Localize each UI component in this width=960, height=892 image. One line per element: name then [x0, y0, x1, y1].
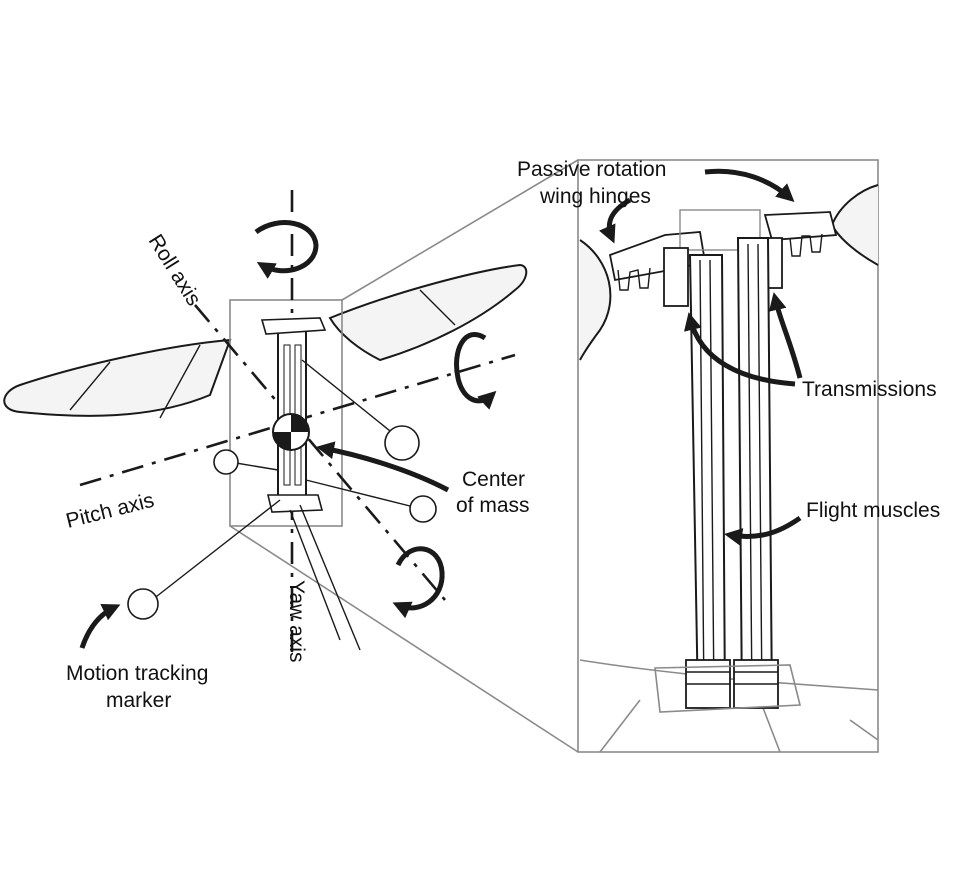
passive-rotation-label-line1: Passive rotation — [517, 158, 666, 181]
tracking-marker-ball — [409, 495, 437, 523]
motion-marker-arrow — [79, 603, 121, 649]
projection-line-bottom — [229, 525, 579, 753]
robot-overview — [3, 159, 579, 753]
center-of-mass-symbol — [272, 413, 310, 451]
transmissions-arrow-left — [684, 312, 796, 387]
center-of-mass-label-line2: of mass — [456, 494, 530, 517]
wing-hinge-assembly — [608, 209, 838, 307]
leg-rod-3 — [289, 509, 341, 641]
passive-rotation-label-line2: wing hinges — [539, 185, 651, 208]
roll-axis-label: Roll axis — [144, 230, 206, 309]
leg-rod-2 — [299, 504, 361, 651]
tracking-marker-ball — [384, 425, 420, 461]
hinge-arrow-right — [704, 168, 795, 203]
zoom-region-box — [229, 299, 343, 527]
pitch-axis-label: Pitch axis — [64, 489, 157, 533]
motion-marker-label-line1: Motion tracking — [66, 662, 208, 685]
pitch-rotation-arrow — [454, 332, 497, 410]
roll-rotation-arrow — [392, 546, 445, 619]
transmissions-arrow-right — [768, 292, 803, 379]
tracking-marker-ball — [127, 588, 159, 620]
flight-muscles-label: Flight muscles — [806, 499, 940, 522]
transmissions-label: Transmissions — [802, 378, 937, 401]
center-of-mass-arrow — [316, 441, 450, 493]
yaw-axis-label: Yaw axis — [285, 580, 308, 662]
left-wing — [3, 338, 232, 419]
flight-muscle-left — [685, 254, 731, 709]
detail-panel — [577, 159, 879, 753]
marker-rod-right-upper — [301, 359, 396, 436]
motion-marker-label-line2: marker — [106, 689, 171, 712]
flight-muscles-arrow — [724, 515, 802, 546]
marker-rod-right-lower — [305, 479, 419, 509]
yaw-rotation-arrow — [254, 220, 319, 279]
projection-line-top — [341, 159, 579, 301]
right-wing — [328, 263, 528, 362]
tracking-marker-ball — [213, 449, 239, 475]
center-of-mass-label-line1: Center — [462, 468, 525, 491]
hinge-arrow-left — [598, 197, 632, 244]
leg-rod-1 — [151, 499, 281, 601]
airframe-base-plate — [654, 664, 802, 713]
